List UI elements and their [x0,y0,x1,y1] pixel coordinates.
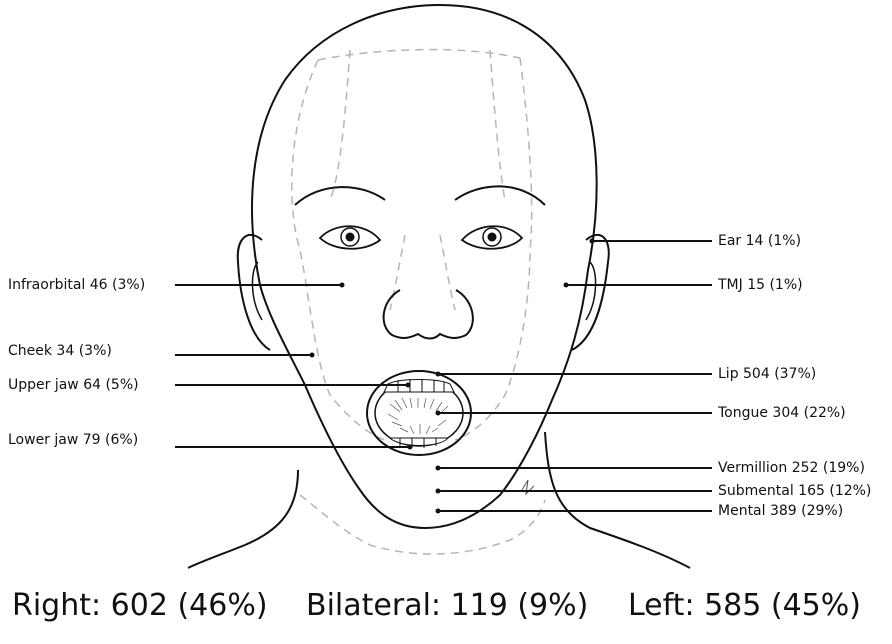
dot-mental [436,509,441,514]
label-lower-jaw: Lower jaw 79 (6%) [8,432,138,448]
label-tmj: TMJ 15 (1%) [718,277,803,293]
label-mental: Mental 389 (29%) [718,503,843,519]
right-pupil [346,233,355,242]
label-vermillion: Vermillion 252 (19%) [718,460,865,476]
total-bilateral: Bilateral: 119 (9%) [306,588,588,623]
left-pupil [488,233,497,242]
label-ear: Ear 14 (1%) [718,233,801,249]
region-guides [292,50,545,555]
inner-right-region [490,50,505,200]
dot-tongue [436,411,441,416]
label-lip: Lip 504 (37%) [718,366,816,382]
dot-tmj [564,283,569,288]
dot-vermillion [436,466,441,471]
dot-ear [590,239,595,244]
dot-cheek [310,353,315,358]
inner-left-region [330,50,350,200]
nose-region-right [440,235,455,310]
tongue-texture [388,398,448,434]
total-right: Right: 602 (46%) [12,588,268,623]
dot-lip [436,372,441,377]
dot-submental [436,489,441,494]
dot-lower-jaw [408,445,413,450]
nose-region-left [390,235,405,310]
label-cheek: Cheek 34 (3%) [8,343,112,359]
label-infraorbital: Infraorbital 46 (3%) [8,277,145,293]
total-left: Left: 585 (45%) [628,588,861,623]
label-tongue: Tongue 304 (22%) [718,405,846,421]
nose [384,290,473,339]
dot-upper-jaw [406,383,411,388]
leader-dots [310,239,595,514]
dot-infraorbital [340,283,345,288]
right-eyebrow [295,187,385,205]
label-upper-jaw: Upper jaw 64 (5%) [8,377,139,393]
chin-region [300,495,545,554]
label-submental: Submental 165 (12%) [718,483,871,499]
left-side-region [292,60,385,440]
